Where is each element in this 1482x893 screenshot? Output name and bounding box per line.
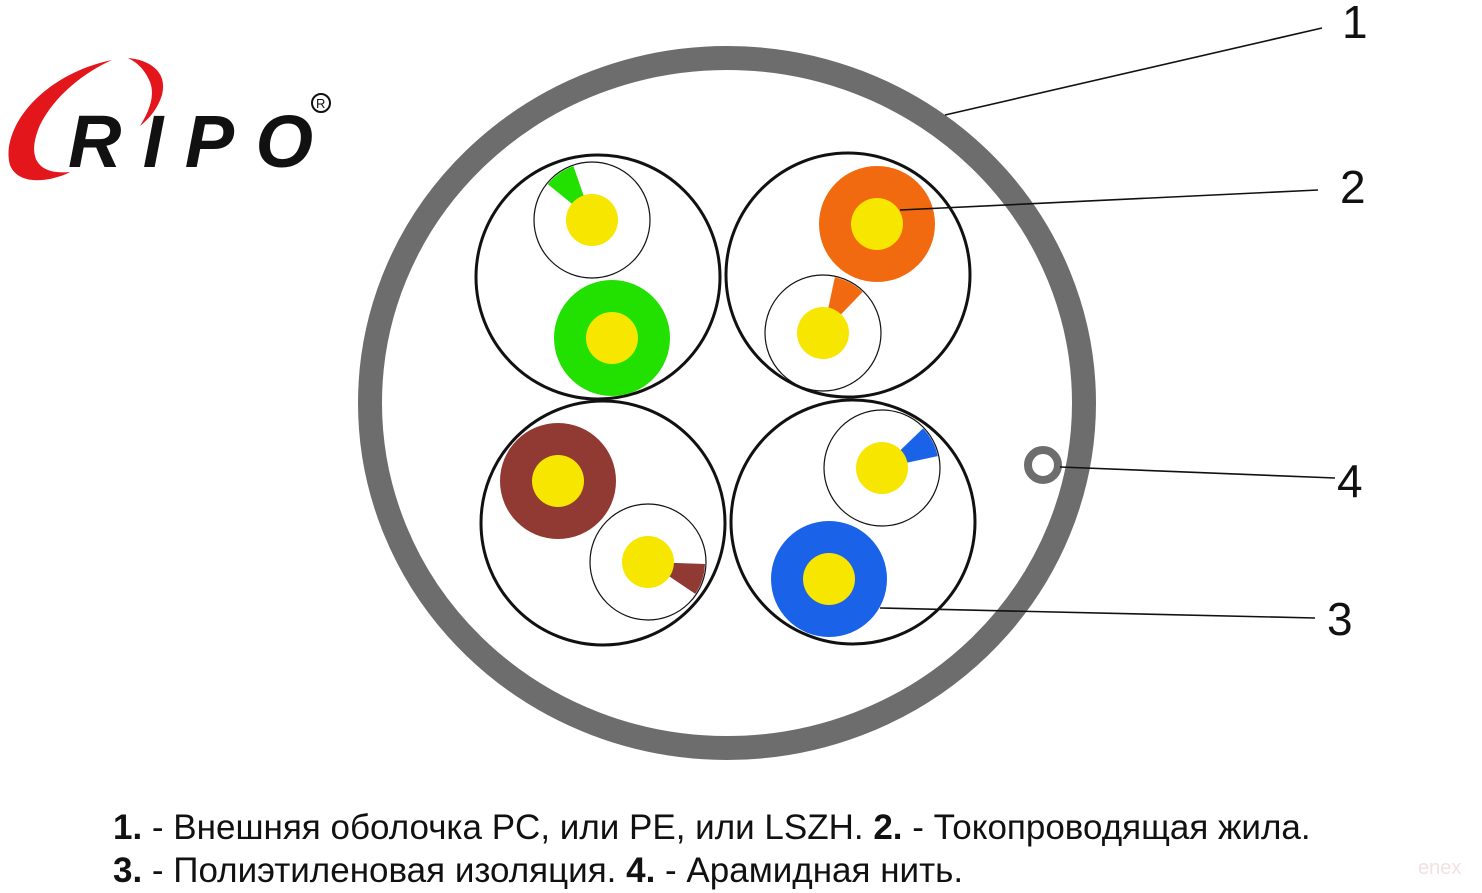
conductor-core: [797, 307, 849, 359]
legend-text-1: - Внешняя оболочка PC, или PE, или LSZH.: [142, 808, 874, 847]
solid-wire: [771, 521, 887, 637]
brown-pair: [479, 399, 727, 647]
conductor-core: [803, 553, 855, 605]
striped-wire: [823, 409, 941, 527]
conductor-core: [586, 312, 638, 364]
conductor-core: [566, 194, 618, 246]
solid-wire: [819, 166, 935, 282]
conductor-core: [532, 455, 584, 507]
conductor-core: [622, 536, 674, 588]
callout-2: 2: [1340, 161, 1366, 213]
conductor-core: [851, 198, 903, 250]
callout-3: 3: [1327, 593, 1353, 645]
striped-wire: [764, 274, 882, 392]
solid-wire: [500, 423, 616, 539]
blue-pair: [729, 398, 977, 646]
legend-line-1: 1. - Внешняя оболочка PC, или PE, или LS…: [113, 810, 1311, 845]
legend-num-4: 4.: [626, 851, 656, 890]
svg-text:R: R: [316, 96, 325, 111]
conductor-core: [856, 442, 908, 494]
legend-line-2: 3. - Полиэтиленовая изоляция. 4. - Арами…: [113, 853, 963, 888]
striped-wire: [589, 503, 707, 621]
legend-text-2: - Токопроводящая жила.: [902, 808, 1311, 847]
legend-num-1: 1.: [113, 808, 143, 847]
legend-num-3: 3.: [113, 851, 143, 890]
legend-num-2: 2.: [873, 808, 903, 847]
outer-jacket: [358, 46, 1096, 760]
legend-text-4: - Арамидная нить.: [655, 851, 964, 890]
callout-1: 1: [1342, 0, 1368, 48]
green-pair: [474, 153, 722, 401]
callout-4: 4: [1337, 455, 1363, 507]
ripo-logo: RIPO R: [8, 58, 331, 183]
watermark: enex: [1418, 857, 1462, 879]
leader-lines: [879, 27, 1336, 619]
aramid-thread: [1024, 446, 1062, 484]
striped-wire: [533, 161, 651, 279]
logo-text: RIPO: [68, 100, 313, 183]
legend-text-3: - Полиэтиленовая изоляция.: [142, 851, 627, 890]
solid-wire: [554, 280, 670, 396]
orange-pair: [724, 151, 972, 399]
